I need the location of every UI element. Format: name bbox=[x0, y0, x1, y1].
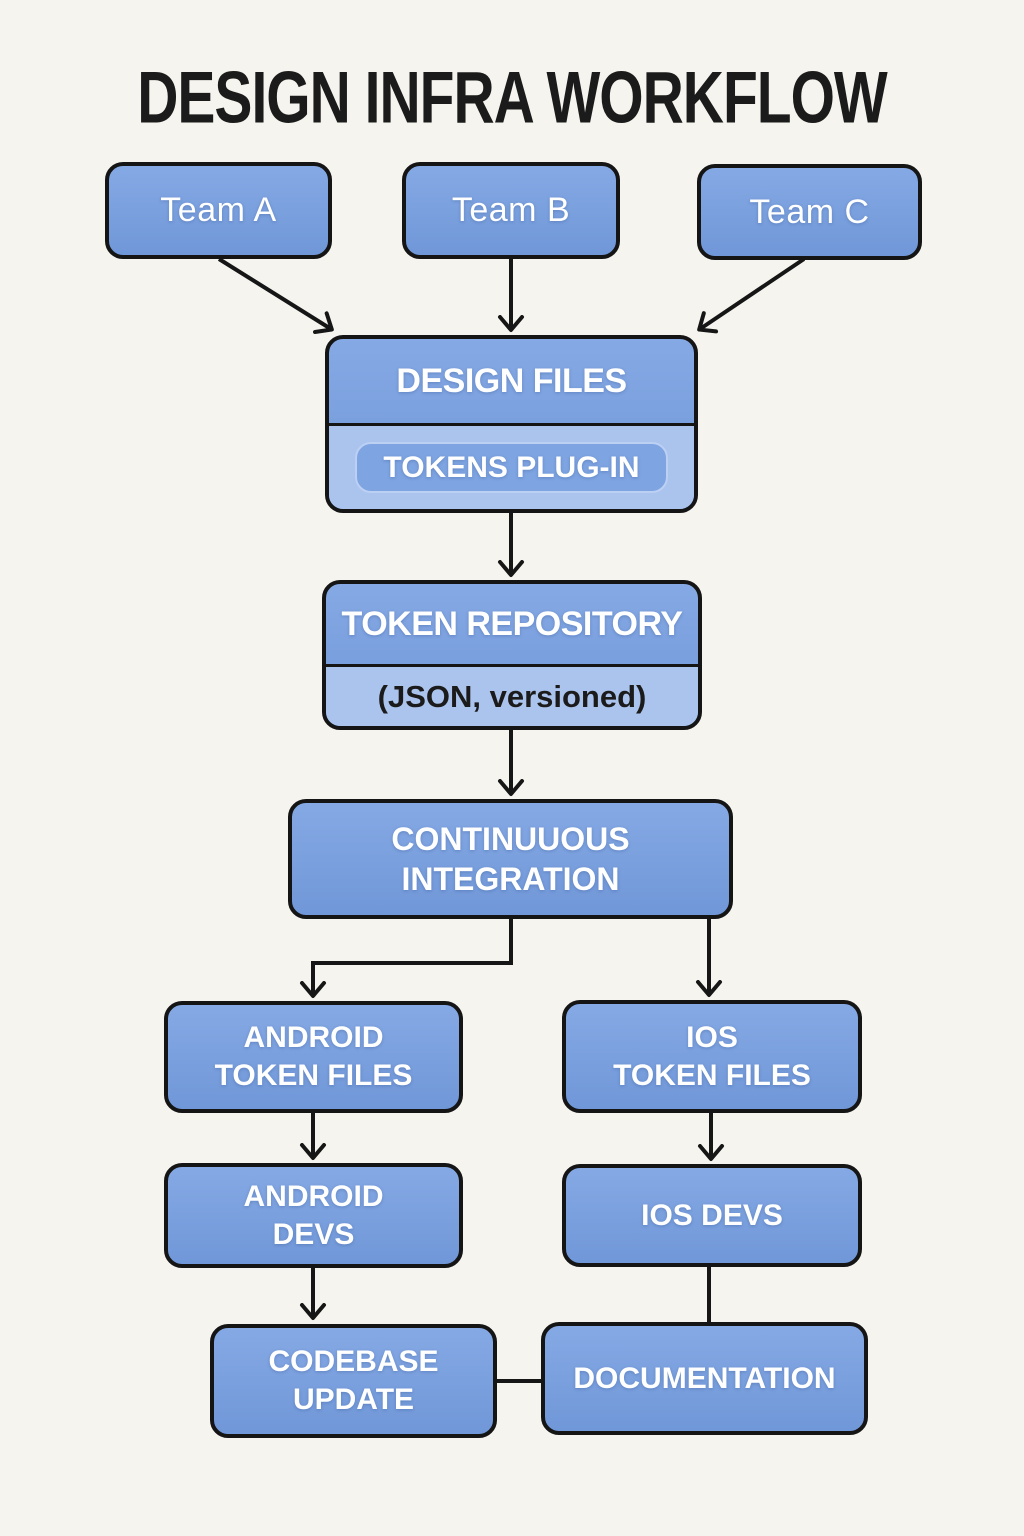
node-continuous-integration-line1: CONTINUUOUS bbox=[391, 820, 630, 857]
token-repository-format-label: (JSON, versioned) bbox=[377, 678, 647, 714]
connector-ci-to-android-token-files bbox=[300, 919, 513, 998]
node-continuous-integration-line2: INTEGRATION bbox=[401, 861, 620, 897]
node-team-b-label: Team B bbox=[451, 191, 571, 230]
node-android-devs-line2: DEVS bbox=[272, 1217, 355, 1251]
node-ios-token-files: IOS TOKEN FILES bbox=[562, 1000, 862, 1113]
node-android-devs: ANDROID DEVS bbox=[164, 1163, 463, 1268]
node-continuous-integration: CONTINUUOUS INTEGRATION bbox=[288, 799, 733, 919]
node-team-c: Team C bbox=[697, 164, 922, 260]
node-design-files-header: DESIGN FILES bbox=[329, 339, 694, 423]
node-codebase-update: CODEBASE UPDATE bbox=[210, 1324, 497, 1438]
node-design-files-sub-section: TOKENS PLUG-IN bbox=[329, 423, 694, 509]
node-ios-token-files-line2: TOKEN FILES bbox=[613, 1058, 811, 1092]
node-team-a: Team A bbox=[105, 162, 332, 259]
node-design-files: DESIGN FILES TOKENS PLUG-IN bbox=[325, 335, 698, 513]
node-codebase-update-line1: CODEBASE bbox=[268, 1345, 439, 1379]
node-documentation-label: DOCUMENTATION bbox=[573, 1361, 836, 1395]
node-ios-devs: IOS DEVS bbox=[562, 1164, 862, 1267]
node-team-c-label: Team C bbox=[749, 192, 870, 231]
node-android-token-files-line1: ANDROID bbox=[243, 1021, 384, 1055]
node-design-files-label: DESIGN FILES bbox=[396, 361, 627, 400]
tokens-plugin-pill: TOKENS PLUG-IN bbox=[355, 441, 668, 494]
node-ios-token-files-line1: IOS bbox=[686, 1020, 738, 1054]
node-token-repository: TOKEN REPOSITORY (JSON, versioned) bbox=[322, 580, 702, 730]
connector-team-c-to-design-files bbox=[697, 257, 806, 334]
tokens-plugin-label: TOKENS PLUG-IN bbox=[383, 450, 640, 484]
connector-team-a-to-design-files bbox=[217, 257, 334, 334]
node-token-repository-sub-section: (JSON, versioned) bbox=[326, 664, 698, 726]
node-team-a-label: Team A bbox=[160, 191, 277, 230]
node-documentation: DOCUMENTATION bbox=[541, 1322, 868, 1435]
node-team-b: Team B bbox=[402, 162, 620, 259]
node-codebase-update-line2: UPDATE bbox=[292, 1383, 415, 1416]
node-token-repository-label: TOKEN REPOSITORY bbox=[341, 604, 683, 643]
page-title: DESIGN INFRA WORKFLOW bbox=[137, 57, 887, 140]
node-token-repository-header: TOKEN REPOSITORY bbox=[326, 584, 698, 664]
node-ios-devs-label: IOS DEVS bbox=[641, 1198, 783, 1232]
node-android-token-files-line2: TOKEN FILES bbox=[214, 1059, 413, 1092]
node-android-devs-line1: ANDROID bbox=[243, 1179, 384, 1213]
node-android-token-files: ANDROID TOKEN FILES bbox=[164, 1001, 463, 1113]
